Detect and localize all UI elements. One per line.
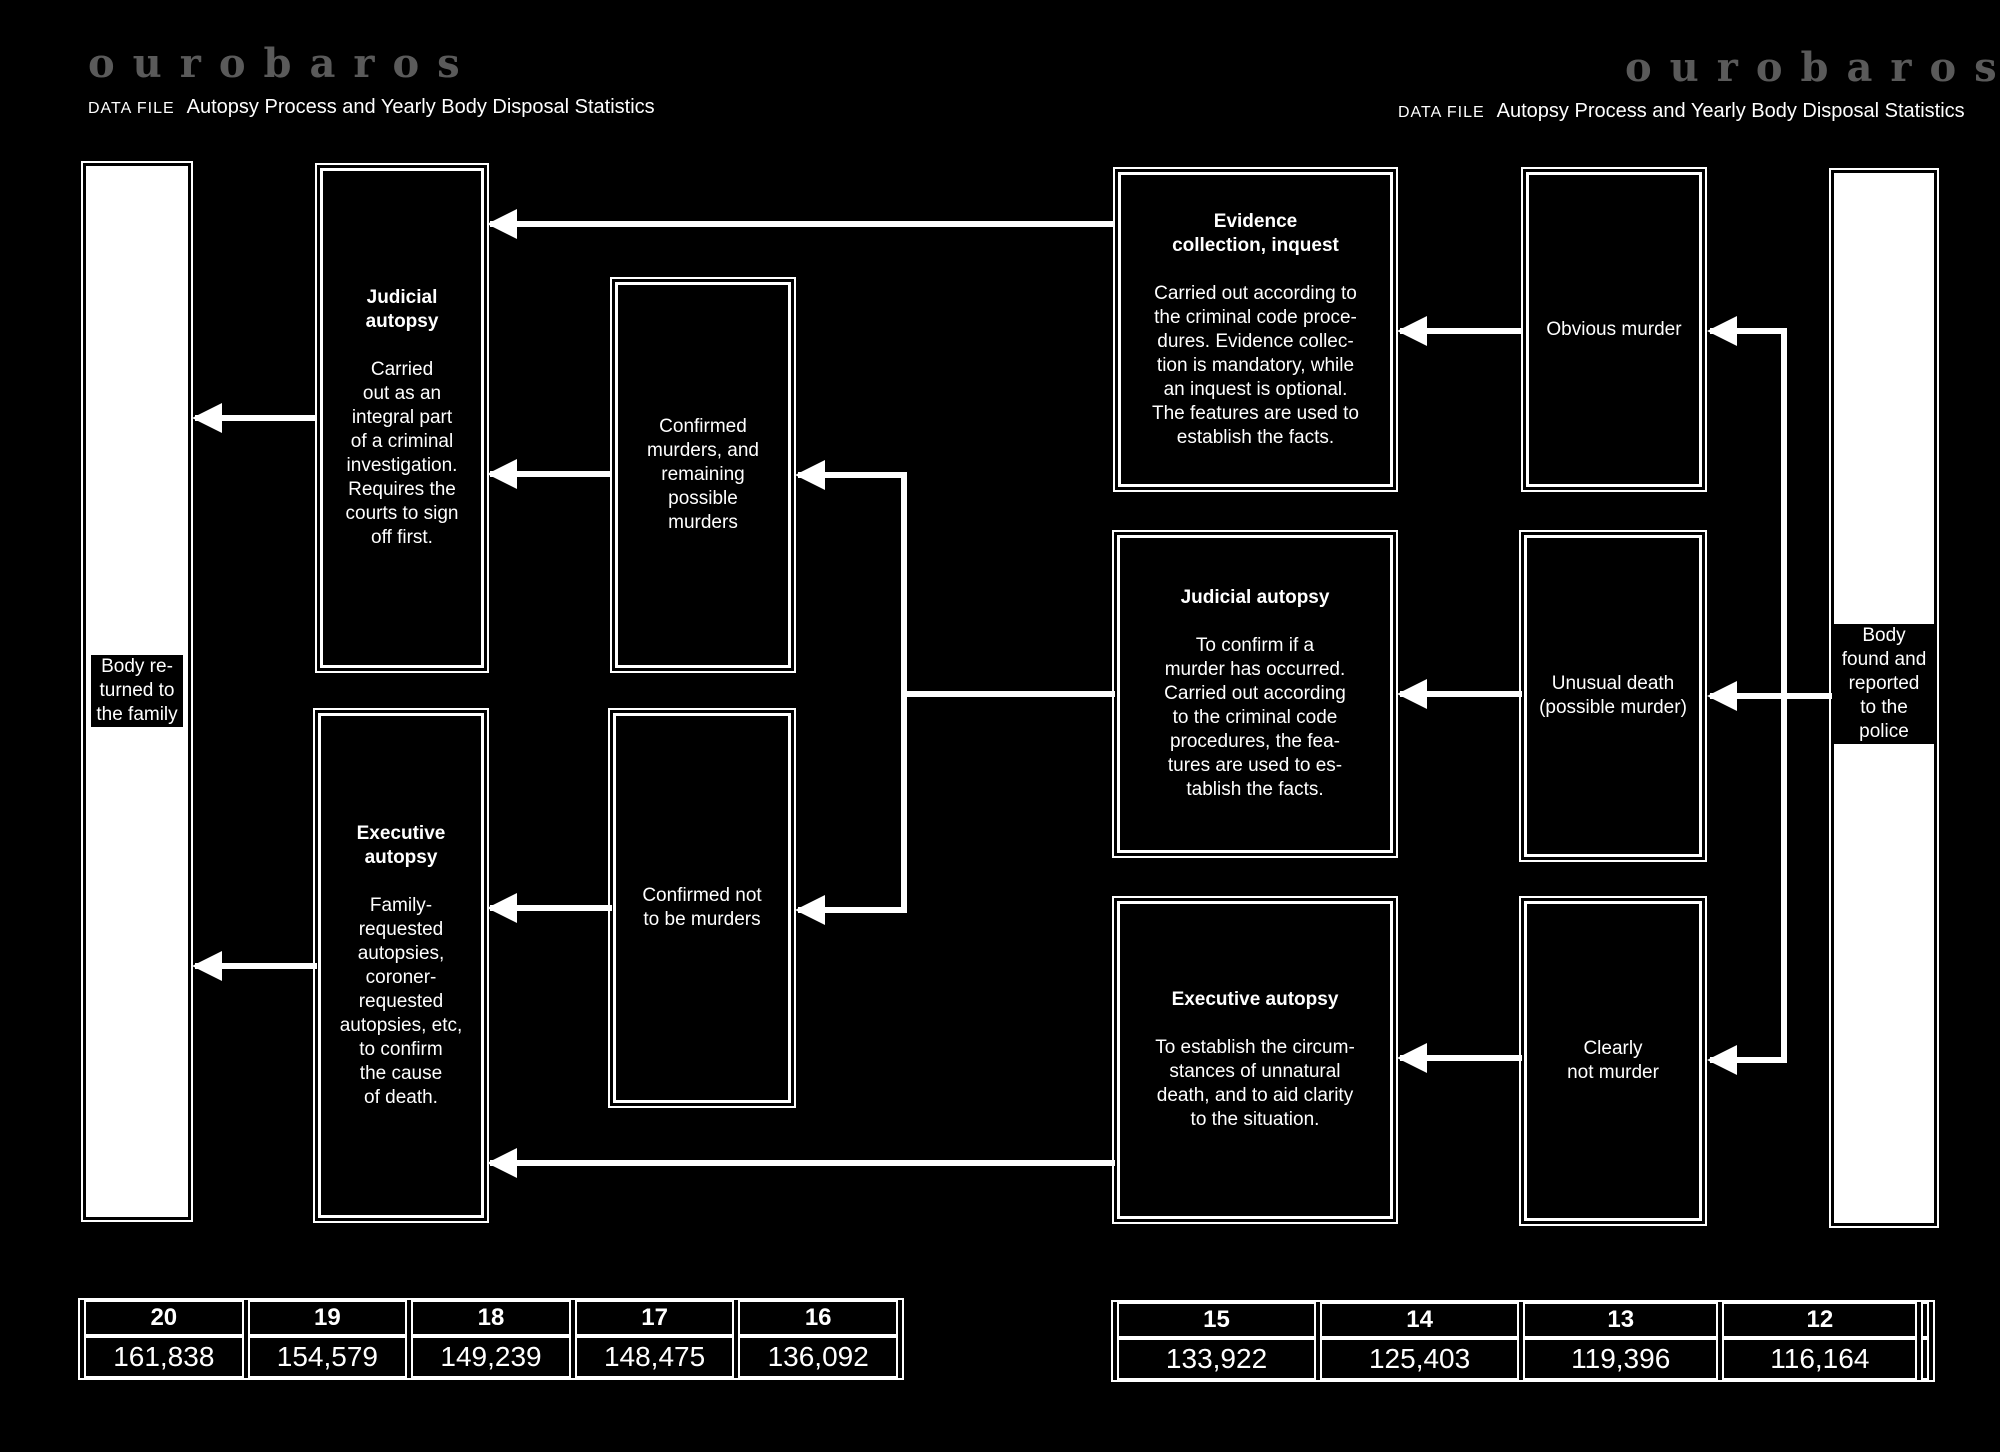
executive-autopsy-right: Executive autopsy To establish the circum… [1112, 896, 1398, 1224]
confirmed-murders-box: Confirmed murders, and remaining possibl… [610, 277, 796, 673]
box-text: To establish the circum- stances of unna… [1155, 1037, 1355, 1130]
box-title: Evidence collection, inquest [1172, 210, 1339, 256]
stats-value: 119,396 [1523, 1338, 1719, 1380]
stats-value: 161,838 [84, 1336, 244, 1378]
box-text: Carried out as an integral part of a cri… [345, 359, 459, 548]
stats-table-left: 20 19 18 17 16 161,838 154,579 149,239 1… [78, 1298, 904, 1380]
arrow-to-obvious-murder [1707, 316, 1787, 696]
arrow-judicial-to-confirmed-not [795, 694, 907, 925]
stats-year: 19 [247, 1300, 408, 1336]
data-file-tag: DATA FILE [88, 100, 175, 117]
stats-value: 125,403 [1320, 1338, 1520, 1380]
stats-year-row: 20 19 18 17 16 [84, 1300, 898, 1336]
clearly-not-murder-box: Clearly not murder [1519, 896, 1707, 1226]
stats-value: 136,092 [738, 1336, 898, 1378]
body-returned-label: Body re- turned to the family [91, 655, 183, 727]
box-text: Confirmed not to be murders [642, 885, 762, 930]
box-text: To confirm if a murder has occurred. Car… [1164, 635, 1346, 800]
box-title: Judicial autopsy [365, 287, 439, 332]
stats-value-row: 161,838 154,579 149,239 148,475 136,092 [84, 1336, 898, 1378]
box-title: Executive autopsy [356, 822, 446, 868]
stats-year-row: 15 14 13 12 [1117, 1302, 1929, 1338]
obvious-murder-box: Obvious murder [1521, 167, 1707, 492]
stats-year: 13 [1523, 1302, 1719, 1338]
stats-table-right: 15 14 13 12 133,922 125,403 119,396 116,… [1111, 1300, 1935, 1382]
arrow-judicial-to-confirmed-murders [795, 460, 1115, 697]
stats-value: 116,164 [1722, 1338, 1918, 1380]
stats-year: 12 [1722, 1302, 1918, 1338]
box-text: Carried out according to the criminal co… [1151, 282, 1359, 448]
stats-year: 15 [1117, 1302, 1317, 1338]
confirmed-not-murders-box: Confirmed not to be murders [608, 708, 796, 1108]
body-found-label: Body found and reported to the police [1834, 624, 1934, 744]
box-title: Judicial autopsy [1180, 587, 1330, 608]
stats-value [1921, 1338, 1929, 1380]
box-text: Confirmed murders, and remaining possibl… [647, 416, 759, 533]
header-title: Autopsy Process and Yearly Body Disposal… [1496, 100, 1965, 122]
box-text: Family- requested autopsies, coroner- re… [339, 894, 463, 1108]
logo-right: ourobaros [1625, 44, 2000, 91]
judicial-autopsy-right: Judicial autopsy To confirm if a murder h… [1112, 530, 1398, 858]
box-text: Unusual death (possible murder) [1539, 673, 1687, 718]
stats-value-row: 133,922 125,403 119,396 116,164 [1117, 1338, 1929, 1380]
box-title: Executive autopsy [1171, 989, 1339, 1010]
stats-year: 17 [574, 1300, 735, 1336]
stats-value: 133,922 [1117, 1338, 1317, 1380]
header-right: DATA FILE Autopsy Process and Yearly Body… [1398, 100, 1965, 123]
header-left: DATA FILE Autopsy Process and Yearly Body… [88, 96, 655, 119]
header-title: Autopsy Process and Yearly Body Disposal… [186, 96, 655, 118]
stats-value: 154,579 [247, 1336, 408, 1378]
stats-value: 148,475 [574, 1336, 735, 1378]
stats-value: 149,239 [411, 1336, 571, 1378]
data-file-tag: DATA FILE [1398, 104, 1485, 121]
logo-left: ourobaros [88, 40, 478, 87]
box-text: Clearly not murder [1567, 1038, 1659, 1083]
stats-year [1921, 1302, 1929, 1338]
stats-year: 18 [411, 1300, 571, 1336]
stats-year: 14 [1320, 1302, 1520, 1338]
stats-year: 16 [738, 1300, 898, 1336]
arrow-to-clearly-not [1707, 696, 1787, 1075]
stats-year: 20 [84, 1300, 244, 1336]
unusual-death-box: Unusual death (possible murder) [1519, 530, 1707, 862]
box-text: Obvious murder [1546, 318, 1682, 340]
